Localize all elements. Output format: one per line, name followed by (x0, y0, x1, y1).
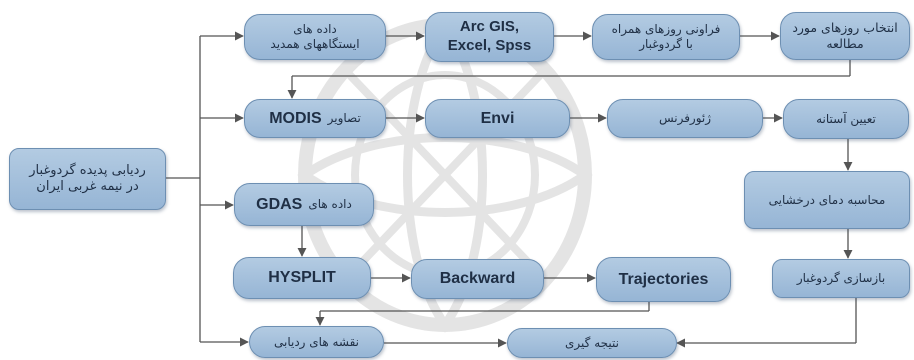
conclusion-label: نتیجه گیری (565, 335, 619, 350)
georeference-label: ژئورفرنس (658, 111, 712, 125)
root-label: ردیابی پدیده گردوغبار در نیمه غربی ایران (29, 162, 146, 194)
tracking-maps-label: نقشه های ردیابی (273, 334, 360, 349)
modis-farsi-label: تصاویر (327, 111, 361, 125)
brightness-temp-node: محاسبه دمای درخشایی (744, 171, 910, 229)
day-selection-label: انتخاب روزهای مورد مطالعه (792, 20, 898, 51)
dust-reconstruction-label: بازسازی گردوغبار (796, 271, 886, 285)
threshold-label: تعیین آستانه (816, 111, 876, 126)
modis-latin-label: MODIS (269, 109, 322, 127)
gdas-node: داده های GDAS (234, 183, 374, 226)
software-label: Arc GIS, Excel, Spss (447, 18, 532, 54)
georeference-node: ژئورفرنس (607, 99, 763, 138)
threshold-node: تعیین آستانه (783, 99, 909, 139)
gdas-latin-label: GDAS (256, 195, 303, 213)
brightness-temp-label: محاسبه دمای درخشایی (768, 192, 886, 207)
software-node: Arc GIS, Excel, Spss (425, 12, 554, 62)
modis-node: تصاویر MODIS (244, 99, 386, 138)
envi-label: Envi (480, 109, 515, 127)
stations-data-node: داده های ایستگاههای همدید (244, 14, 386, 60)
dust-reconstruction-node: بازسازی گردوغبار (772, 259, 910, 298)
hysplit-node: HYSPLIT (233, 257, 371, 299)
stations-label: داده های ایستگاههای همدید (270, 22, 360, 51)
frequency-label: فراونی روزهای همراه با گردوغبار (611, 22, 721, 51)
trajectories-node: Trajectories (596, 257, 731, 302)
hysplit-label: HYSPLIT (268, 269, 336, 286)
tracking-maps-node: نقشه های ردیابی (249, 326, 384, 358)
conclusion-node: نتیجه گیری (507, 328, 677, 358)
backward-label: Backward (439, 270, 516, 287)
backward-node: Backward (411, 259, 544, 299)
frequency-node: فراونی روزهای همراه با گردوغبار (592, 14, 740, 60)
root-node: ردیابی پدیده گردوغبار در نیمه غربی ایران (9, 148, 166, 210)
trajectories-label: Trajectories (618, 270, 709, 288)
gdas-farsi-label: داده های (308, 197, 352, 211)
day-selection-node: انتخاب روزهای مورد مطالعه (780, 12, 910, 60)
envi-node: Envi (425, 99, 570, 138)
